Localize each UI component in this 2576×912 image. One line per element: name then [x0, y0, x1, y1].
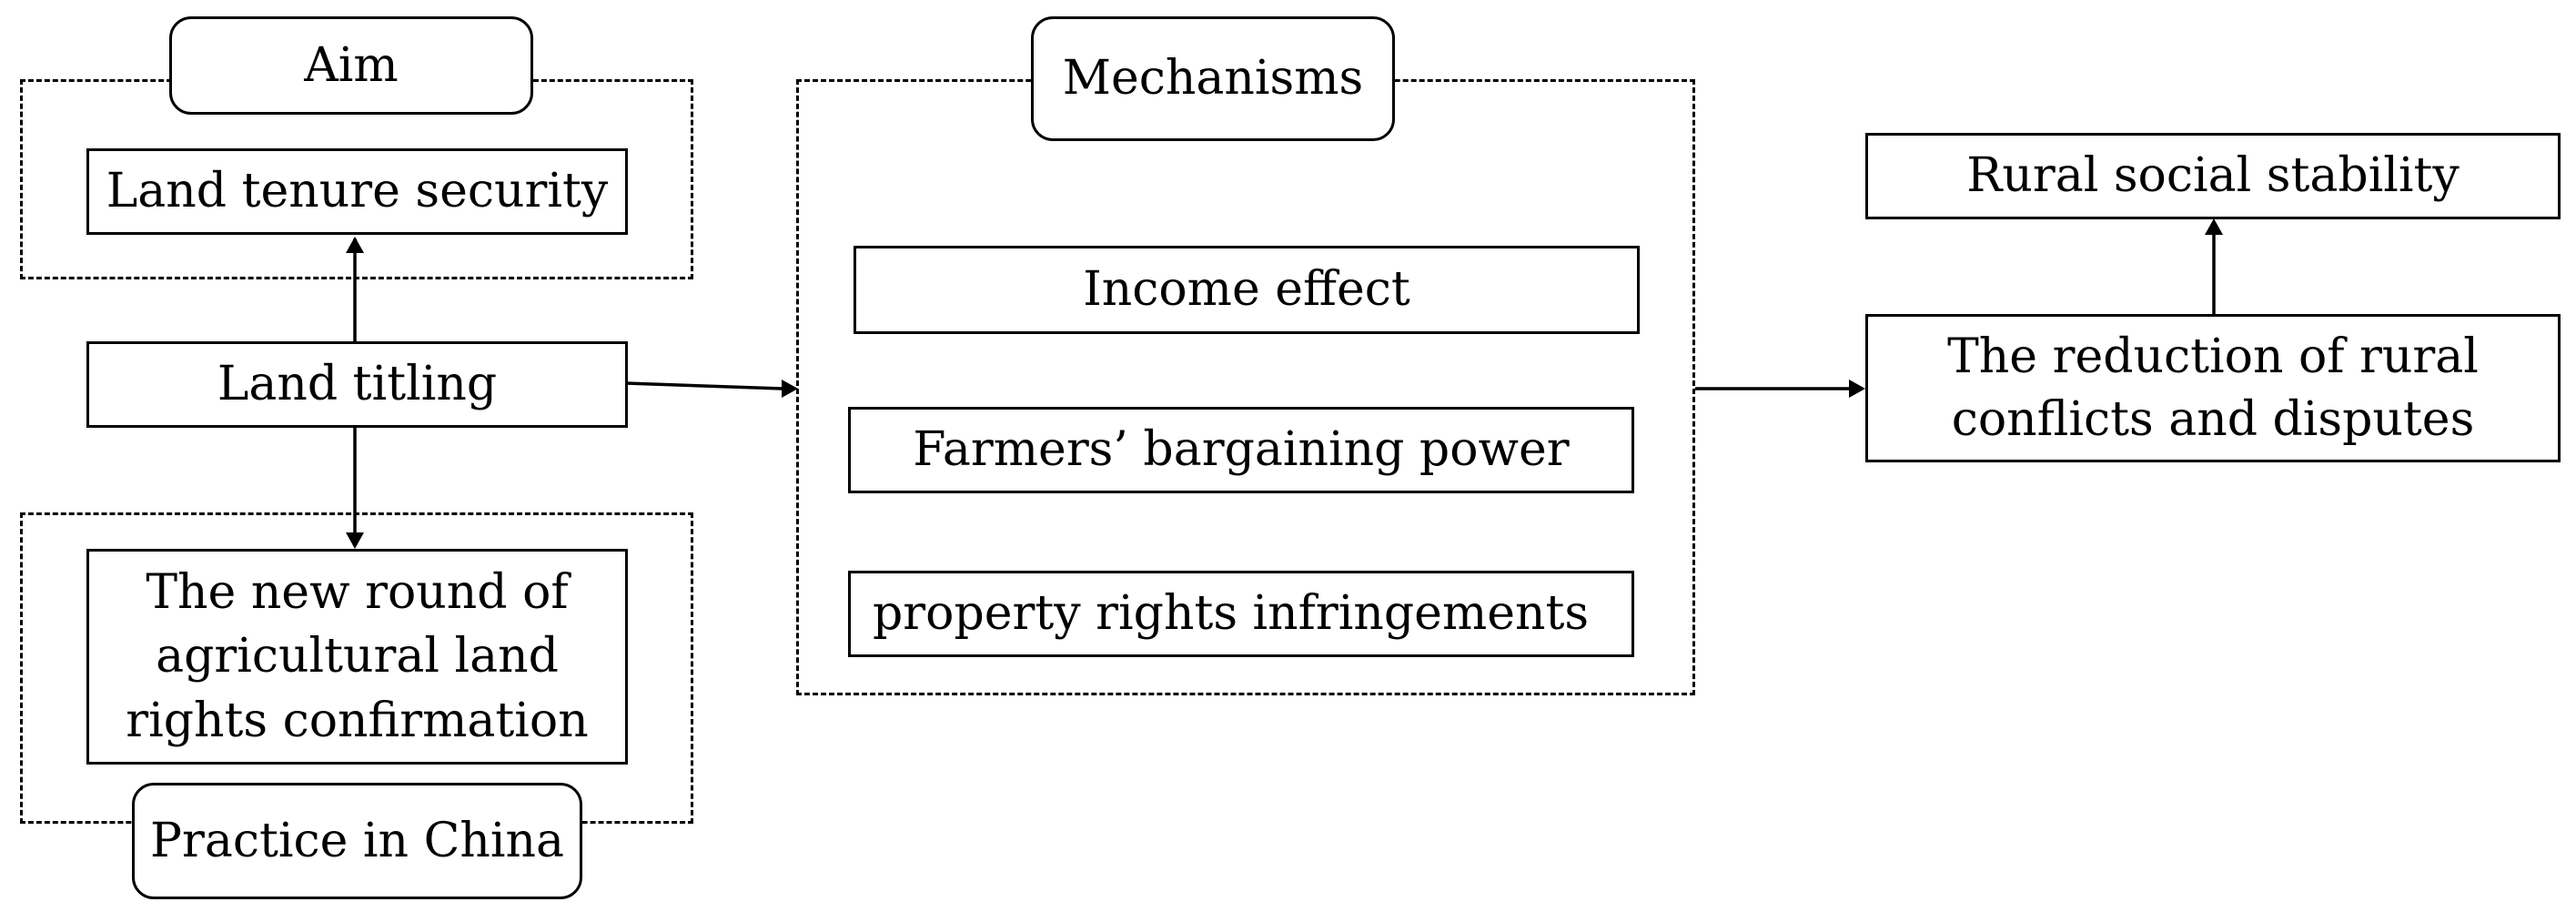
aim-title: Aim [304, 37, 399, 93]
rights-confirmation-text: The new round of agricultural land right… [126, 561, 588, 753]
practice-title: Practice in China [150, 813, 564, 868]
rights-confirmation-box: The new round of agricultural land right… [86, 549, 628, 765]
rights-confirmation-line-2: agricultural land [156, 629, 559, 684]
mechanisms-title-box: Mechanisms [1031, 16, 1395, 141]
arrow-titling-to-mechanisms [625, 381, 783, 390]
reduction-line-1: The reduction of rural [1947, 329, 2479, 384]
arrow-mechanisms-to-reduction-head [1849, 380, 1865, 398]
arrow-titling-to-mechanisms-head [782, 380, 798, 398]
rights-confirmation-line-3: rights confirmation [126, 693, 589, 748]
rural-social-stability-label: Rural social stability [1966, 148, 2460, 204]
arrow-titling-to-practice-head [346, 532, 364, 549]
land-tenure-security-label: Land tenure security [106, 164, 609, 219]
income-effect-box: Income effect [854, 246, 1640, 334]
arrow-reduction-to-stability-head [2205, 218, 2223, 235]
rural-social-stability-box: Rural social stability [1865, 133, 2561, 219]
reduction-of-conflicts-box: The reduction of rural conflicts and dis… [1865, 314, 2561, 462]
rights-confirmation-line-1: The new round of [146, 565, 569, 621]
mechanisms-title: Mechanisms [1062, 51, 1364, 106]
aim-title-box: Aim [169, 16, 533, 115]
property-rights-box: property rights infringements [848, 571, 1634, 657]
land-tenure-security-box: Land tenure security [86, 148, 628, 235]
bargaining-power-box: Farmers’ bargaining power [848, 407, 1634, 493]
land-titling-box: Land titling [86, 341, 628, 428]
arrow-titling-to-security-head [346, 237, 364, 253]
property-rights-label: property rights infringements [873, 586, 1590, 642]
reduction-of-conflicts-text: The reduction of rural conflicts and dis… [1947, 326, 2479, 451]
bargaining-power-label: Farmers’ bargaining power [913, 422, 1570, 478]
income-effect-label: Income effect [1083, 262, 1410, 318]
land-titling-label: Land titling [217, 357, 498, 412]
reduction-line-2: conflicts and disputes [1951, 391, 2475, 447]
practice-title-box: Practice in China [132, 783, 582, 899]
